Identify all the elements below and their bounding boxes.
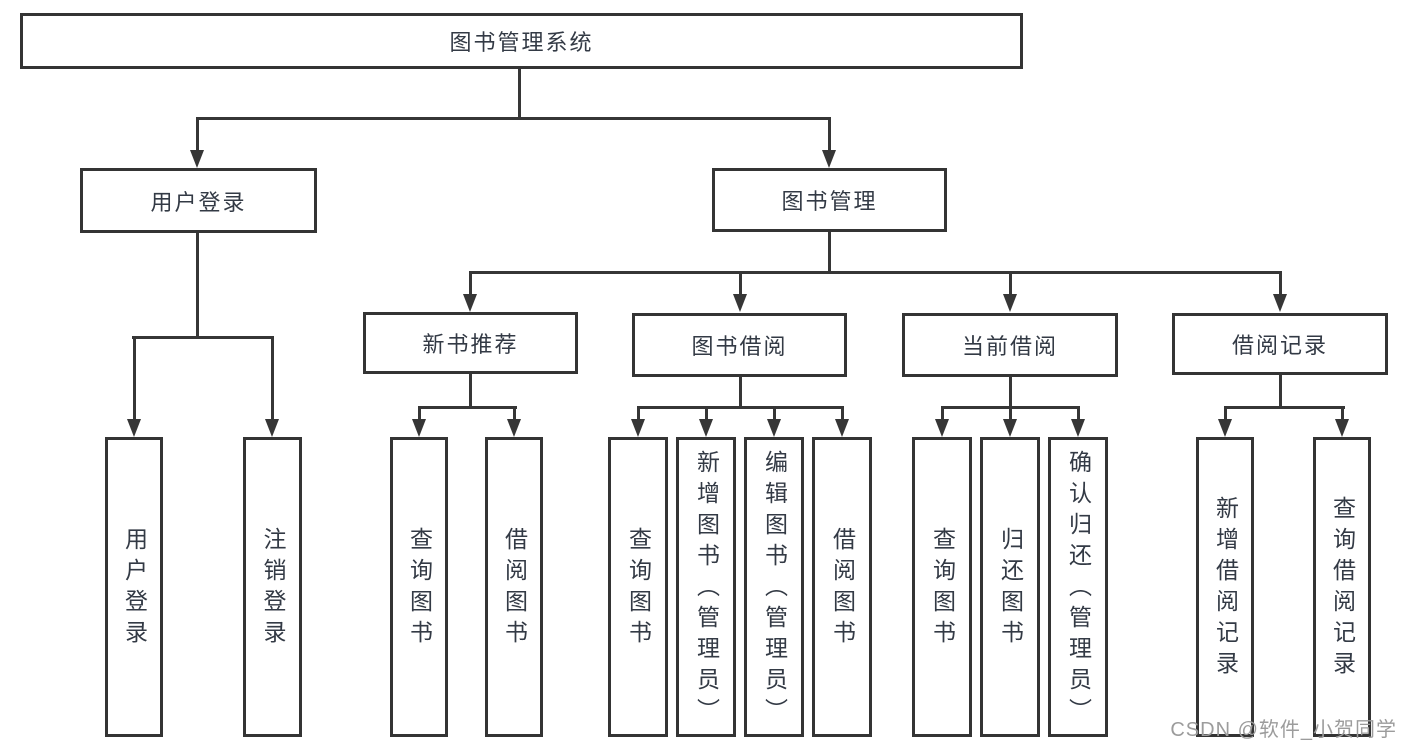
- arrow-down-icon: [412, 419, 426, 437]
- connector-drop-recommend: [469, 271, 472, 296]
- arrow-down-icon: [1003, 419, 1017, 437]
- connector-borrow-rail: [637, 406, 844, 409]
- connector-login-rail: [132, 336, 274, 339]
- arrow-down-icon: [699, 419, 713, 437]
- connector-drop-book-management: [828, 117, 831, 151]
- arrow-down-icon: [463, 294, 477, 312]
- connector-recommend-rail: [418, 406, 517, 409]
- node-root: 图书管理系统: [20, 13, 1023, 69]
- node-book-management: 图书管理: [712, 168, 947, 232]
- connector-drop: [705, 406, 708, 421]
- connector-records-stem: [1279, 375, 1282, 407]
- arrow-down-icon: [1335, 419, 1349, 437]
- leaf-recommend-query-book: 查询图书: [390, 437, 448, 737]
- arrow-down-icon: [835, 419, 849, 437]
- csdn-watermark: CSDN @软件_小贺同学: [1170, 719, 1397, 741]
- leaf-current-query-book: 查询图书: [912, 437, 972, 737]
- connector-root-rail: [196, 117, 831, 120]
- leaf-user-login: 用户登录: [105, 437, 163, 737]
- connector-drop-leaf-user-login: [133, 336, 136, 421]
- arrow-down-icon: [1071, 419, 1085, 437]
- connector-mgmt-rail: [469, 271, 1282, 274]
- arrow-down-icon: [767, 419, 781, 437]
- connector-current-stem: [1009, 377, 1012, 407]
- connector-drop: [941, 406, 944, 421]
- connector-drop-user-login: [196, 117, 199, 151]
- leaf-current-return-book: 归还图书: [980, 437, 1040, 737]
- connector-records-rail: [1224, 406, 1345, 409]
- arrow-down-icon: [190, 150, 204, 168]
- arrow-down-icon: [265, 419, 279, 437]
- leaf-recommend-borrow-book: 借阅图书: [485, 437, 543, 737]
- connector-drop: [637, 406, 640, 421]
- leaf-borrow-query-book: 查询图书: [608, 437, 668, 737]
- node-new-book-recommend: 新书推荐: [363, 312, 578, 374]
- leaf-logout: 注销登录: [243, 437, 302, 737]
- connector-mgmt-stem: [828, 232, 831, 273]
- connector-drop: [773, 406, 776, 421]
- connector-drop: [418, 406, 421, 421]
- node-current-borrow: 当前借阅: [902, 313, 1118, 377]
- connector-drop-borrow: [739, 271, 742, 296]
- connector-drop: [1009, 406, 1012, 421]
- node-user-login: 用户登录: [80, 168, 317, 233]
- connector-drop: [1077, 406, 1080, 421]
- node-book-borrow: 图书借阅: [632, 313, 847, 377]
- connector-drop: [513, 406, 516, 421]
- connector-drop: [1224, 406, 1227, 421]
- connector-drop-leaf-logout: [271, 336, 274, 421]
- leaf-borrow-edit-book-admin: 编辑图书（管理员）: [744, 437, 804, 737]
- connector-drop-current: [1009, 271, 1012, 296]
- arrow-down-icon: [1003, 294, 1017, 312]
- leaf-current-confirm-return-admin: 确认归还（管理员）: [1048, 437, 1108, 737]
- leaf-borrow-add-book-admin: 新增图书（管理员）: [676, 437, 736, 737]
- connector-root-stem: [518, 69, 521, 118]
- leaf-records-add-record: 新增借阅记录: [1196, 437, 1254, 737]
- arrow-down-icon: [1273, 294, 1287, 312]
- arrow-down-icon: [733, 294, 747, 312]
- connector-drop: [1341, 406, 1344, 421]
- arrow-down-icon: [127, 419, 141, 437]
- arrow-down-icon: [1218, 419, 1232, 437]
- arrow-down-icon: [822, 150, 836, 168]
- connector-recommend-stem: [469, 374, 472, 407]
- arrow-down-icon: [631, 419, 645, 437]
- connector-drop-records: [1279, 271, 1282, 296]
- connector-borrow-stem: [739, 377, 742, 407]
- leaf-records-query-record: 查询借阅记录: [1313, 437, 1371, 737]
- leaf-borrow-borrow-book: 借阅图书: [812, 437, 872, 737]
- connector-drop: [841, 406, 844, 421]
- arrow-down-icon: [935, 419, 949, 437]
- node-borrow-records: 借阅记录: [1172, 313, 1388, 375]
- connector-login-stem: [196, 233, 199, 337]
- arrow-down-icon: [507, 419, 521, 437]
